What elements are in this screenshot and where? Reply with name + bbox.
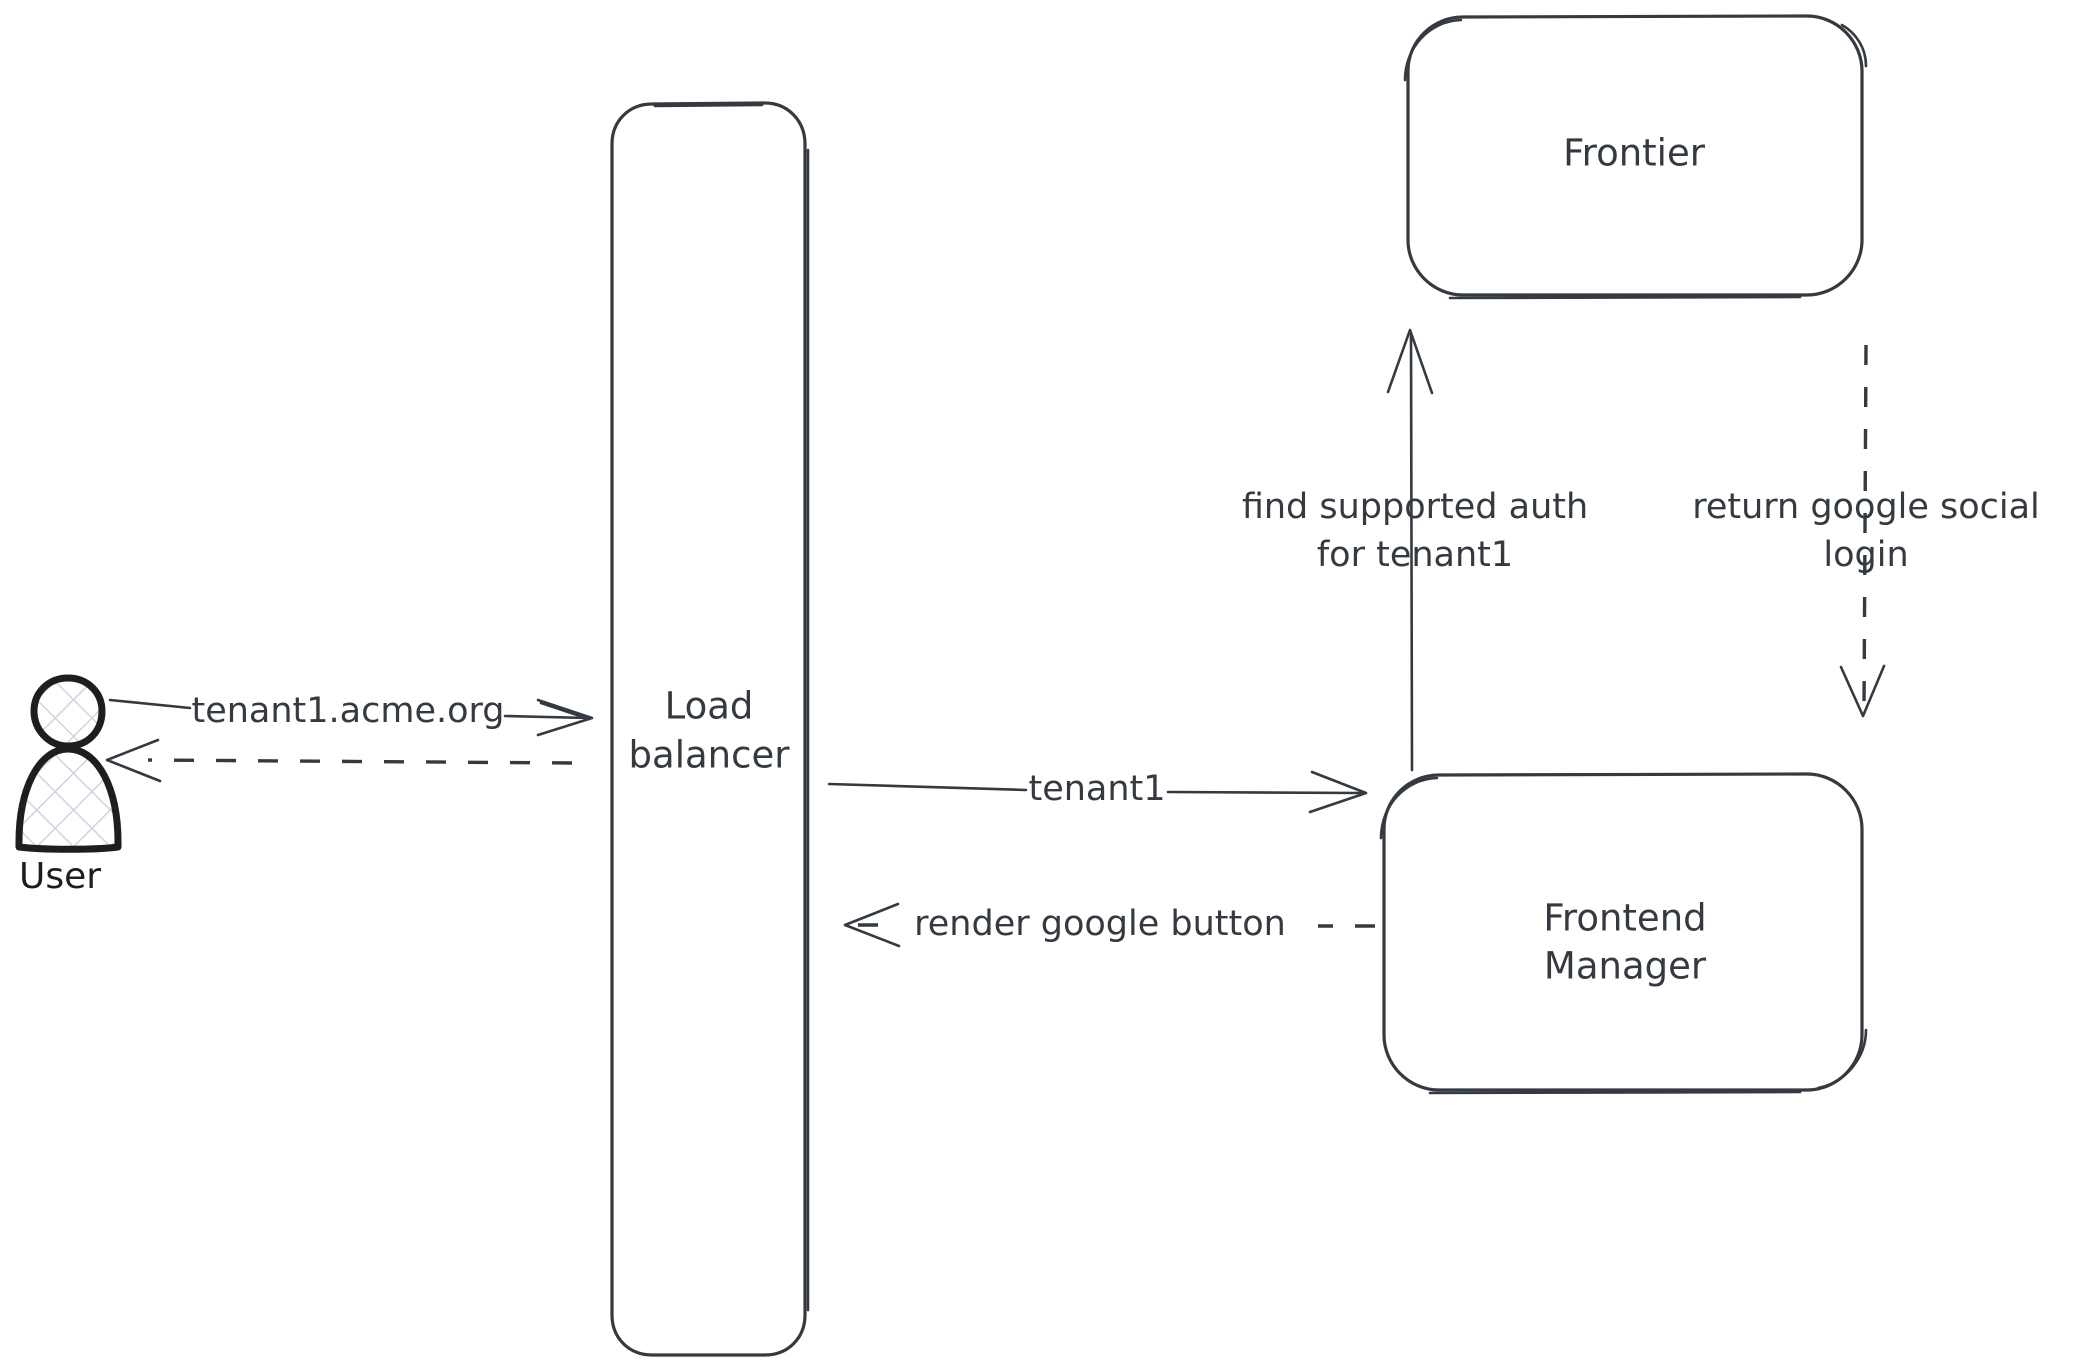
load-balancer-outline [610, 101, 807, 1357]
edge-frontier-to-fm-line [1862, 344, 1868, 711]
edge-user-to-lb-arrowhead-2 [539, 701, 591, 721]
edge-fm-to-frontier-arrowhead [1386, 328, 1434, 395]
edge-lb-to-user-line [147, 758, 573, 765]
edge-frontier-to-fm-label-line2: login [1823, 535, 1908, 575]
frontend-manager-label-line1: Frontend [1543, 897, 1706, 940]
user-label: User [19, 856, 101, 897]
edge-fm-to-lb-arrowhead [843, 902, 901, 948]
edge-fm-to-frontier-line [1409, 331, 1414, 772]
edge-user-to-load-balancer[interactable] [108, 698, 594, 737]
frontier-label: Frontier [1563, 132, 1706, 175]
edge-load-balancer-to-user[interactable] [105, 738, 573, 783]
edge-frontend-manager-to-load-balancer[interactable] [843, 902, 1375, 948]
edge-lb-to-fm-arrowhead [1308, 770, 1368, 814]
user-head-fill [34, 678, 102, 746]
edge-frontier-to-fm-label-line1: return google social [1692, 487, 2040, 527]
edge-user-to-lb-label: tenant1.acme.org [191, 691, 504, 731]
node-frontend-manager[interactable] [1379, 772, 1868, 1095]
load-balancer-sketch-overstroke [653, 103, 810, 1312]
frontier-sketch-overstroke [1403, 18, 1868, 300]
user-head-outline [30, 674, 106, 750]
edge-frontier-to-fm-arrowhead [1839, 664, 1886, 718]
load-balancer-label-line2: balancer [629, 734, 791, 777]
edge-user-to-lb-arrowhead [536, 698, 594, 737]
edge-fm-to-lb-label: render google button [914, 904, 1286, 944]
edge-lb-to-fm-line-left [827, 782, 1028, 792]
node-user[interactable] [15, 674, 122, 853]
node-frontier[interactable] [1403, 14, 1868, 300]
user-body-fill [21, 752, 116, 846]
edge-user-to-lb-line-right [503, 714, 590, 720]
user-body-outline [15, 745, 122, 853]
edge-fm-to-frontier-label-line1: find supported auth [1242, 487, 1588, 527]
load-balancer-label-line1: Load [665, 685, 754, 728]
edge-fm-to-frontier-label-line2: for tenant1 [1317, 535, 1513, 575]
edge-load-balancer-to-frontend-manager[interactable] [827, 770, 1368, 814]
edge-lb-to-user-arrowhead [105, 738, 162, 783]
edge-lb-to-fm-label: tenant1 [1028, 769, 1165, 809]
edge-user-to-lb-line-left [108, 698, 192, 710]
frontend-manager-sketch-overstroke [1379, 776, 1868, 1095]
edge-frontier-to-frontend-manager[interactable] [1839, 344, 1886, 718]
edge-lb-to-fm-line-right [1166, 790, 1364, 795]
node-load-balancer[interactable] [610, 101, 810, 1357]
edge-frontend-manager-to-frontier[interactable] [1386, 328, 1434, 772]
frontend-manager-label-line2: Manager [1544, 945, 1707, 988]
